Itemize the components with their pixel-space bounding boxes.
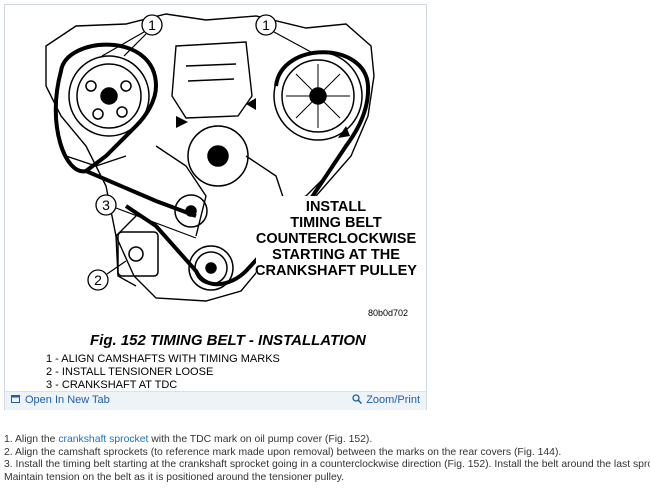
- step-3: 3. Install the timing belt starting at t…: [4, 459, 650, 471]
- callout-1-right: 1: [255, 14, 312, 53]
- caption-item: 1 - ALIGN CAMSHAFTS WITH TIMING MARKS: [46, 353, 280, 365]
- instruction-steps: 1. Align the crankshaft sprocket with th…: [4, 434, 650, 484]
- external-window-icon: [11, 395, 20, 403]
- water-pump-pulley: [187, 125, 249, 187]
- svg-text:STARTING AT THE: STARTING AT THE: [272, 247, 400, 263]
- callout-1-left: 1: [101, 14, 163, 57]
- svg-text:TIMING BELT: TIMING BELT: [290, 215, 382, 231]
- open-in-new-tab-link[interactable]: Open In New Tab: [11, 394, 110, 406]
- left-cam-sprocket: [68, 55, 150, 137]
- right-cam-sprocket: [273, 51, 363, 141]
- svg-text:1: 1: [148, 17, 156, 33]
- open-in-new-tab-label: Open In New Tab: [25, 394, 110, 406]
- caption-item: 2 - INSTALL TENSIONER LOOSE: [46, 366, 213, 378]
- tensioner: [117, 231, 159, 277]
- install-instruction: INSTALL TIMING BELT COUNTERCLOCKWISE STA…: [255, 196, 417, 279]
- image-viewer: 1 1 3 2 INSTALL: [4, 4, 427, 410]
- caption-item: 3 - CRANKSHAFT AT TDC: [46, 379, 177, 391]
- svg-text:COUNTERCLOCKWISE: COUNTERCLOCKWISE: [256, 231, 417, 247]
- viewer-toolbar: Open In New Tab Zoom/Print: [5, 391, 426, 410]
- figure-caption-title: Fig. 152 TIMING BELT - INSTALLATION: [90, 332, 367, 349]
- svg-text:CRANKSHAFT PULLEY: CRANKSHAFT PULLEY: [255, 263, 417, 279]
- figure-ref-code: 80b0d702: [368, 308, 408, 318]
- step-1: 1. Align the crankshaft sprocket with th…: [4, 434, 373, 445]
- callout-2: 2: [87, 260, 127, 291]
- zoom-print-label: Zoom/Print: [366, 394, 420, 406]
- zoom-print-link[interactable]: Zoom/Print: [352, 394, 420, 406]
- svg-text:2: 2: [94, 272, 102, 288]
- crankshaft-sprocket-link[interactable]: crankshaft sprocket: [58, 434, 149, 445]
- belt-direction-arrows: [176, 98, 350, 138]
- timing-belt-figure: 1 1 3 2 INSTALL: [6, 6, 425, 391]
- step-3-continued: Maintain tension on the belt as it is po…: [4, 471, 345, 483]
- crankshaft-sprocket: [188, 245, 234, 291]
- svg-text:1: 1: [262, 17, 270, 33]
- svg-text:3: 3: [102, 197, 110, 213]
- idler-pulley: [174, 194, 208, 228]
- callout-3: 3: [95, 194, 197, 239]
- step-2: 2. Align the camshaft sprockets (to refe…: [4, 446, 562, 458]
- magnifier-icon: [352, 394, 363, 404]
- svg-text:INSTALL: INSTALL: [306, 199, 366, 215]
